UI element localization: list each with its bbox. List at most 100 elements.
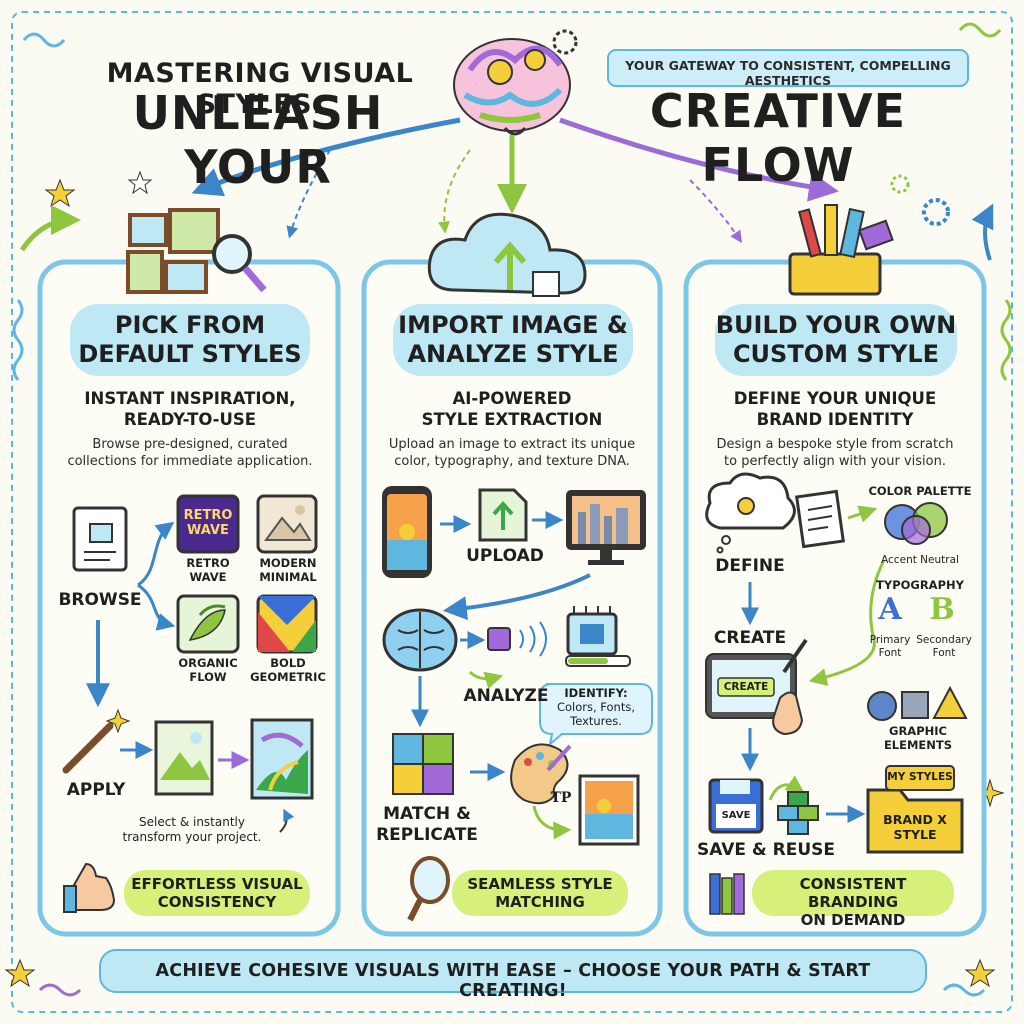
gallery-icon <box>126 208 267 294</box>
flow-arrow-dashed <box>286 149 331 239</box>
floppy-save-icon <box>708 778 764 834</box>
upload-file-icon <box>478 488 528 542</box>
secondary-font-label: Secondary Font <box>916 634 972 659</box>
star-deco <box>964 958 996 988</box>
col3-benefit-pill: CONSISTENT BRANDING ON DEMAND <box>799 875 907 929</box>
notepad-icon <box>795 489 845 549</box>
smartphone-icon <box>382 486 432 578</box>
style-bold-geometric[interactable]: BOLD GEOMETRIC <box>250 656 326 684</box>
squiggle-top-right <box>958 22 1002 38</box>
identify-bubble: IDENTIFY: Colors, Fonts, Textures. <box>556 686 635 728</box>
title-line-2: UNLEASH YOUR <box>132 86 384 194</box>
star-deco <box>44 178 76 208</box>
style-retro-wave[interactable]: RETRO WAVE <box>186 556 230 584</box>
books-icon <box>709 873 745 915</box>
cloud-upload-icon <box>427 212 587 297</box>
footer-banner <box>99 949 927 993</box>
flow-arrow-left <box>191 117 461 197</box>
style-organic-flow[interactable]: ORGANIC FLOW <box>178 656 238 684</box>
title-line-3: CREATIVE FLOW <box>649 84 907 192</box>
squiggle-right <box>1000 299 1012 381</box>
magic-wand-icon <box>62 708 131 774</box>
typography-label: TYPOGRAPHY <box>876 578 964 592</box>
tagline: YOUR GATEWAY TO CONSISTENT, COMPELLING A… <box>625 58 951 88</box>
modern-minimal-thumb <box>256 494 318 554</box>
create-button[interactable]: CREATE <box>723 681 769 693</box>
landscape-image-icon <box>154 720 214 796</box>
hand-mirror-icon <box>407 856 450 922</box>
footer-call-to-action: ACHIEVE COHESIVE VISUALS WITH EASE – CHO… <box>155 961 871 1001</box>
col1-benefit-pill: EFFORTLESS VISUAL CONSISTENCY <box>131 875 303 911</box>
analyze-label: ANALYZE <box>463 686 549 706</box>
col2-subtitle: AI-POWERED STYLE EXTRACTION <box>421 389 603 429</box>
thumbs-up-icon <box>63 862 116 913</box>
my-styles-tab[interactable]: MY STYLES <box>887 771 953 783</box>
pill-bg-1 <box>124 870 310 916</box>
palette-icon <box>510 743 572 805</box>
apply-label: APPLY <box>66 780 126 800</box>
col3-title: BUILD YOUR OWN CUSTOM STYLE <box>715 311 957 368</box>
create-label: CREATE <box>713 628 787 648</box>
tp-label: TP <box>550 790 572 806</box>
title-line-1: MASTERING VISUAL STYLES: <box>106 58 414 120</box>
flow-arrow-dashed <box>689 179 742 243</box>
col2-title: IMPORT IMAGE & ANALYZE STYLE <box>398 311 628 368</box>
ai-brain-icon <box>382 608 458 672</box>
monitor-icon <box>566 490 646 565</box>
result-image-icon <box>578 774 640 846</box>
save-reuse-label: SAVE & REUSE <box>696 840 836 860</box>
tablet-icon <box>705 638 808 719</box>
pill-bg-3 <box>752 870 954 916</box>
col1-subtitle: INSTANT INSPIRATION, READY-TO-USE <box>84 389 296 429</box>
style-modern-minimal[interactable]: MODERN MINIMAL <box>259 556 317 584</box>
chip-icon <box>487 627 511 651</box>
hand-icon <box>772 691 804 736</box>
brand-style-folder[interactable]: BRAND X STYLE <box>883 812 947 842</box>
match-replicate-label: MATCH & REPLICATE <box>376 804 478 845</box>
tab-bg-3 <box>715 304 957 376</box>
star-deco <box>4 958 36 988</box>
brain-icon <box>453 29 578 136</box>
retro-wave-thumb-text: RETRO WAVE <box>183 508 233 538</box>
flow-arrow-dashed <box>438 149 471 234</box>
blocks-icon <box>777 791 819 835</box>
color-palette-venn <box>884 502 948 545</box>
gear-deco <box>922 198 950 226</box>
color-palette-label: COLOR PALETTE <box>868 484 972 498</box>
toolbox-icon <box>788 204 894 296</box>
save-icon-label: SAVE <box>721 810 751 821</box>
accent-neutral-label: Accent Neutral <box>881 554 959 566</box>
outer-frame <box>11 11 1013 1013</box>
speech-bubble <box>539 683 653 747</box>
arrow-deco <box>971 203 994 261</box>
graphic-elements-label: GRAPHIC ELEMENTS <box>883 724 953 752</box>
apply-note: Select & instantly transform your projec… <box>122 815 262 844</box>
squiggle-top-left <box>22 32 66 48</box>
arrow-deco <box>19 205 81 252</box>
organic-flow-thumb <box>176 594 240 654</box>
col3-subtitle: DEFINE YOUR UNIQUE BRAND IDENTITY <box>733 389 937 429</box>
squiggle-left <box>12 299 24 381</box>
font-b-glyph: B <box>929 592 955 627</box>
progress-bar <box>565 655 631 667</box>
folder-icon <box>866 765 964 854</box>
col1-description: Browse pre-designed, curated collections… <box>67 437 313 469</box>
browse-label: BROWSE <box>58 590 142 610</box>
primary-font-label: Primary Font <box>869 634 911 659</box>
retro-wave-thumb <box>176 494 240 554</box>
flow-arrow-right <box>559 117 839 202</box>
graphic-elements-icon <box>867 685 968 721</box>
bold-geometric-thumb <box>256 594 318 654</box>
define-label: DEFINE <box>715 556 785 576</box>
document-icon <box>72 506 128 572</box>
gear-deco <box>890 174 910 194</box>
col2-description: Upload an image to extract its unique co… <box>388 437 636 469</box>
col2-benefit-pill: SEAMLESS STYLE MATCHING <box>467 875 613 911</box>
star-deco <box>127 170 153 195</box>
processor-icon <box>566 606 618 662</box>
col3-description: Design a bespoke style from scratch to p… <box>716 437 954 469</box>
font-a-glyph: A <box>878 592 902 627</box>
tab-bg-2 <box>393 304 633 376</box>
